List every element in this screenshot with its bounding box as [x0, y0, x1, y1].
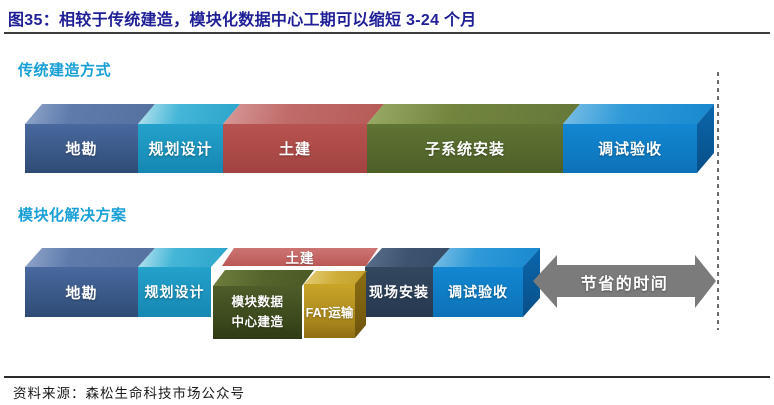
segment-top-face [365, 248, 450, 267]
segment-front-face: 地勘 [25, 267, 138, 317]
segment-label: 土建 [278, 141, 311, 158]
segment-top-face [138, 104, 240, 124]
segment-label: FAT运输 [305, 305, 354, 320]
segment-front-face: 现场安装 [365, 267, 433, 317]
segment-label: 规划设计 [144, 284, 205, 300]
segment-label: 子系统安装 [424, 141, 505, 158]
segment-top-face [367, 104, 580, 124]
segment-front-face: 调试验收 [433, 267, 523, 317]
segment-front-face: 规划设计 [138, 267, 211, 317]
segment-side-face [355, 271, 366, 338]
source-note: 资料来源：森松生命科技市场公众号 [13, 386, 245, 401]
segment-label: 现场安装 [369, 284, 429, 300]
segment-top-face [138, 248, 228, 267]
footer-divider [4, 376, 770, 378]
segment-label: 模块数据中心建造 [231, 295, 284, 329]
segment-side-face [523, 248, 540, 317]
segment-top-face [563, 104, 714, 124]
saved-time-arrow: 节省的时间 [533, 255, 716, 308]
mod-segment-civil-construction: 土建 [222, 248, 378, 266]
saved-time-label: 节省的时间 [580, 276, 669, 293]
segment-label: 调试验收 [597, 141, 662, 158]
segment-front-face: 地勘 [25, 124, 138, 173]
segment-label: 土建 [285, 251, 315, 266]
timeline-end-dashed-line [717, 72, 719, 330]
segment-label: 地勘 [65, 141, 98, 158]
segment-top-face [304, 271, 367, 284]
segment-front-face: 调试验收 [563, 124, 697, 173]
segment-label: 地勘 [65, 284, 98, 302]
segment-top-face [25, 248, 155, 267]
segment-front-face: 模块数据中心建造 [213, 286, 302, 339]
modular-section-label: 模块化解决方案 [18, 207, 127, 224]
segment-front-face: FAT运输 [304, 284, 355, 338]
traditional-section-label: 传统建造方式 [18, 62, 112, 79]
segment-front-face: 子系统安装 [367, 124, 563, 173]
title-divider [4, 32, 770, 34]
figure-title: 图35：相较于传统建造，模块化数据中心工期可以缩短 3-24 个月 [8, 12, 477, 29]
segment-top-face [433, 248, 540, 267]
segment-top-face [223, 104, 384, 124]
segment-front-face: 土建 [223, 124, 367, 173]
segment-top-face [213, 270, 314, 286]
segment-label: 规划设计 [148, 141, 213, 158]
segment-front-face: 规划设计 [138, 124, 223, 173]
segment-side-face [697, 104, 714, 173]
segment-label: 调试验收 [448, 284, 508, 300]
segment-top-face [25, 104, 155, 124]
